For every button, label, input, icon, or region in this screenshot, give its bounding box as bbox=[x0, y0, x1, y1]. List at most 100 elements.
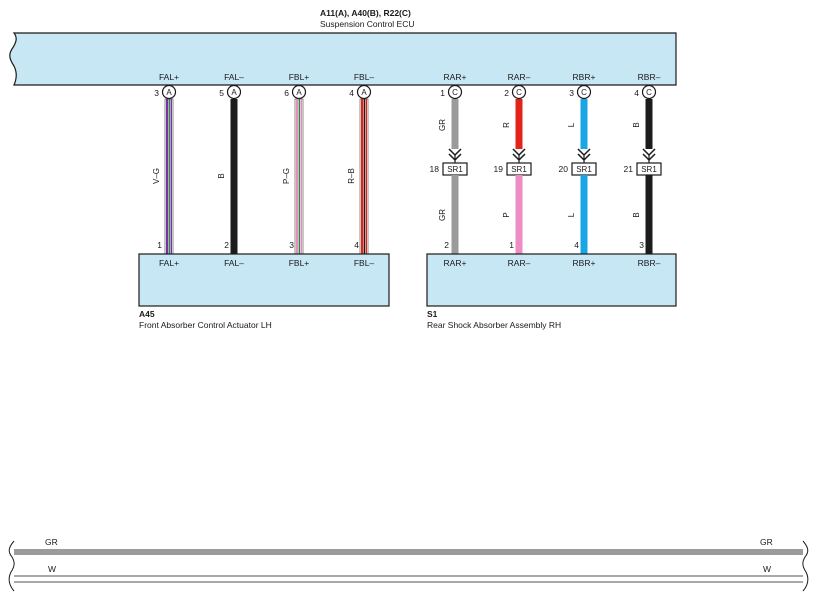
junction-connector-label: SR1 bbox=[641, 165, 657, 174]
rear-wire-lower bbox=[451, 175, 459, 254]
ecu-pin-number: 3 bbox=[569, 88, 574, 98]
absorber-pin-number: 4 bbox=[574, 240, 579, 250]
legend-w-fill bbox=[14, 576, 803, 582]
svg-text:A: A bbox=[361, 88, 367, 97]
absorber-pin-number: 3 bbox=[639, 240, 644, 250]
rear-wire-upper-code: GR bbox=[438, 119, 447, 131]
junction-pin-number: 18 bbox=[430, 164, 440, 174]
rear-wire-upper-code: L bbox=[567, 122, 576, 127]
ecu-connector-ids: A11(A), A40(B), R22(C) bbox=[320, 8, 411, 18]
junction-pin-number: 21 bbox=[624, 164, 634, 174]
actuator-pin-number: 3 bbox=[289, 240, 294, 250]
ecu-terminal-label: FAL+ bbox=[159, 72, 179, 82]
front-actuator-terminals: 1 2 3 4 FAL+ FAL– FBL+ FBL– bbox=[157, 240, 374, 268]
ecu-pin-number: 6 bbox=[284, 88, 289, 98]
ecu-pin-number: 4 bbox=[349, 88, 354, 98]
connector-circle: A bbox=[356, 84, 372, 100]
front-wire-stripe-primary bbox=[296, 99, 299, 254]
rear-absorber-box bbox=[426, 253, 677, 307]
junction-connector-label: SR1 bbox=[576, 165, 592, 174]
legend-left-brace bbox=[8, 540, 15, 592]
legend-right-brace bbox=[802, 540, 809, 592]
junction-connector-label: SR1 bbox=[447, 165, 463, 174]
absorber-pin-number: 1 bbox=[509, 240, 514, 250]
front-wires: V–G B P–G R–B bbox=[152, 98, 369, 255]
junction-pin-number: 19 bbox=[494, 164, 504, 174]
ecu-terminal-label: FAL– bbox=[224, 72, 244, 82]
ecu-terminal-label: RBR– bbox=[638, 72, 661, 82]
svg-text:C: C bbox=[581, 88, 587, 97]
ecu-terminals: FAL+ FAL– FBL+ FBL– RAR+ RAR– RBR+ RBR– … bbox=[154, 72, 660, 98]
rear-wire-lower bbox=[645, 175, 653, 254]
actuator-terminal-label: FBL– bbox=[354, 258, 375, 268]
rear-wire-upper bbox=[451, 99, 459, 149]
connector-circle: A bbox=[291, 84, 307, 100]
connector-circle: C bbox=[641, 84, 657, 100]
svg-text:A: A bbox=[296, 88, 302, 97]
junction-arrow bbox=[642, 148, 656, 157]
ecu-pin-number: 5 bbox=[219, 88, 224, 98]
ecu-pin-number: 2 bbox=[504, 88, 509, 98]
rear-absorber-terminals: 2 1 4 3 RAR+ RAR– RBR+ RBR– bbox=[444, 240, 661, 268]
junction-arrow bbox=[577, 148, 591, 157]
rear-absorber-code: S1 bbox=[427, 309, 438, 319]
svg-text:A: A bbox=[231, 88, 237, 97]
actuator-pin-number: 1 bbox=[157, 240, 162, 250]
rear-wire-upper-code: R bbox=[502, 122, 511, 128]
junction-arrow bbox=[448, 148, 462, 157]
legend-gr-code-left: GR bbox=[45, 537, 58, 547]
ecu-terminal-label: RAR+ bbox=[444, 72, 467, 82]
svg-text:C: C bbox=[646, 88, 652, 97]
junction-connector-label: SR1 bbox=[511, 165, 527, 174]
svg-text:A: A bbox=[166, 88, 172, 97]
front-wire-stripe-primary bbox=[361, 99, 364, 254]
connector-circle: A bbox=[226, 84, 242, 100]
legend-w-code-right: W bbox=[763, 564, 771, 574]
front-wire-stripe-secondary bbox=[363, 99, 366, 254]
svg-text:C: C bbox=[452, 88, 458, 97]
svg-text:C: C bbox=[516, 88, 522, 97]
wire-legend: GR GR W W bbox=[8, 537, 809, 592]
absorber-pin-number: 2 bbox=[444, 240, 449, 250]
absorber-terminal-label: RBR– bbox=[638, 258, 661, 268]
rear-wire-upper bbox=[515, 99, 523, 149]
actuator-terminal-label: FAL+ bbox=[159, 258, 179, 268]
front-wire-stripe-secondary bbox=[168, 99, 171, 254]
ecu-pin-number: 1 bbox=[440, 88, 445, 98]
ecu-name: Suspension Control ECU bbox=[320, 19, 415, 29]
rear-wire-lower-code: P bbox=[502, 212, 511, 217]
front-actuator-name: Front Absorber Control Actuator LH bbox=[139, 320, 272, 330]
actuator-terminal-label: FBL+ bbox=[289, 258, 310, 268]
actuator-terminal-label: FAL– bbox=[224, 258, 244, 268]
connector-circle: C bbox=[576, 84, 592, 100]
connector-circle: C bbox=[447, 84, 463, 100]
junction-pin-number: 20 bbox=[559, 164, 569, 174]
ecu-pin-number: 4 bbox=[634, 88, 639, 98]
front-wire bbox=[230, 99, 238, 254]
front-wire-stripe-primary bbox=[300, 99, 302, 254]
front-wire-stripe-secondary bbox=[298, 99, 301, 254]
front-wire-stripe-primary bbox=[170, 99, 172, 254]
rear-absorber-name: Rear Shock Absorber Assembly RH bbox=[427, 320, 561, 330]
front-wire-code: R–B bbox=[347, 168, 356, 184]
legend-w-code-left: W bbox=[48, 564, 56, 574]
front-wire-stripe-primary bbox=[365, 99, 367, 254]
actuator-pin-number: 2 bbox=[224, 240, 229, 250]
absorber-terminal-label: RAR– bbox=[508, 258, 531, 268]
front-wire-code: B bbox=[217, 173, 226, 178]
connector-circle: C bbox=[511, 84, 527, 100]
ecu-terminal-label: FBL– bbox=[354, 72, 375, 82]
legend-gr-wire bbox=[14, 549, 803, 555]
legend-gr-code-right: GR bbox=[760, 537, 773, 547]
junction-arrow bbox=[512, 148, 526, 157]
ecu-terminal-label: FBL+ bbox=[289, 72, 310, 82]
front-actuator-code: A45 bbox=[139, 309, 155, 319]
rear-wire-lower bbox=[580, 175, 588, 254]
front-wire-code: V–G bbox=[152, 168, 161, 184]
front-wire-code: P–G bbox=[282, 168, 291, 184]
ecu-connector-circles: A A A A C C C C bbox=[161, 84, 657, 100]
rear-wire-upper bbox=[580, 99, 588, 149]
front-actuator-box bbox=[138, 253, 390, 307]
